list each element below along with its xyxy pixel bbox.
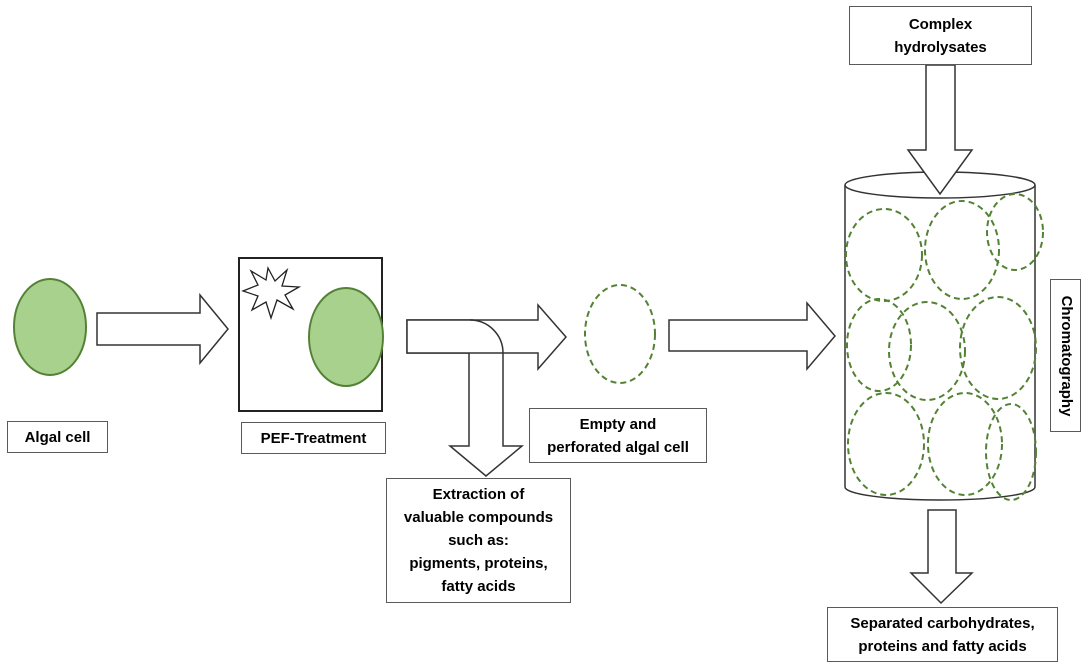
packing-bead [845, 208, 923, 302]
complex-hydrolysates-label: Complex hydrolysates [849, 6, 1032, 65]
packing-bead [888, 301, 966, 401]
packing-bead [986, 193, 1044, 271]
chromatography-box [1050, 279, 1081, 432]
packing-bead [959, 296, 1037, 400]
packing-bead [847, 392, 925, 496]
packing-bead [924, 200, 1000, 300]
column-packing [845, 193, 1044, 501]
separated-products-label: Separated carbohydrates, proteins and fa… [827, 607, 1058, 662]
packing-bead [985, 403, 1037, 501]
electric-pulse-icon [241, 266, 302, 321]
arrow-bend-line [469, 319, 504, 354]
extraction-label: Extraction of valuable compounds such as… [386, 478, 571, 603]
empty-cell-label: Empty and perforated algal cell [529, 408, 707, 463]
packing-bead [846, 298, 912, 392]
pef-cell-shape [308, 287, 384, 387]
arrow-column-to-separated [909, 509, 974, 605]
empty-cell-shape [584, 284, 656, 384]
packing-bead [927, 392, 1003, 496]
arrow-pef-to-empty-cell [406, 303, 567, 371]
pef-treatment-label: PEF-Treatment [241, 422, 386, 454]
chromatography-column [844, 185, 1036, 501]
algal-cell-label: Algal cell [7, 421, 108, 453]
arrow-hydrolysates-to-column [906, 64, 974, 196]
arrow-cell-to-pef [96, 292, 229, 366]
algal-cell-shape [13, 278, 87, 376]
arrow-cell-to-column [668, 300, 836, 372]
chromatography-label: Chromatography [1058, 295, 1075, 417]
